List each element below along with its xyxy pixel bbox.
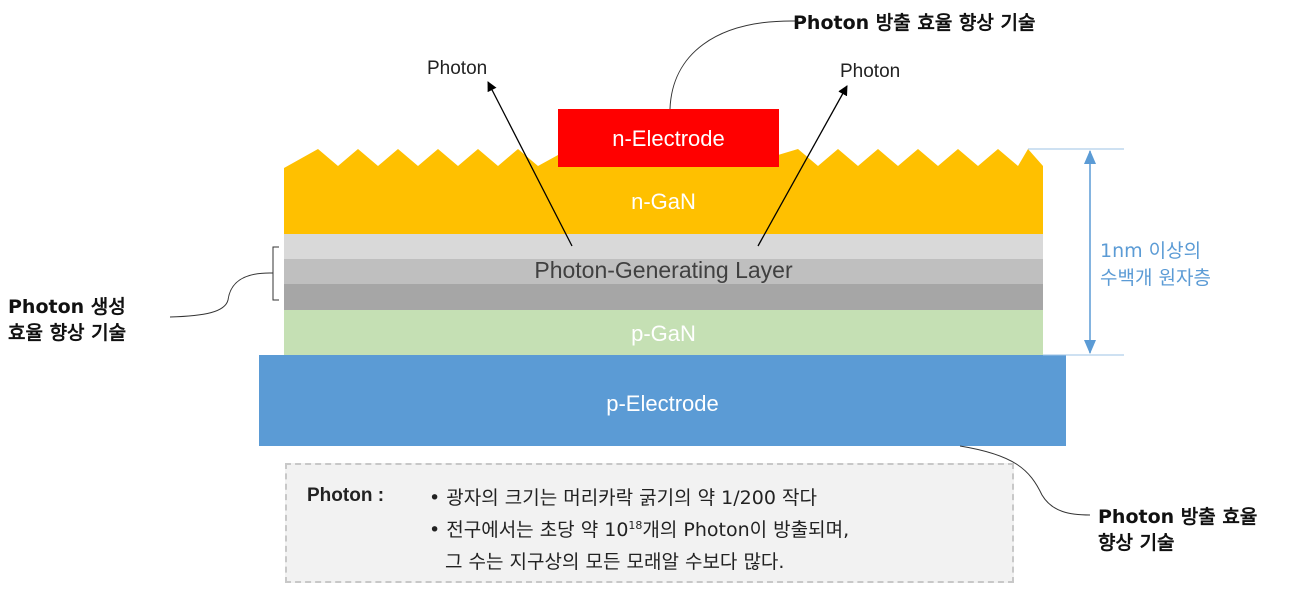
note-bullet-2-sup: 18 [628, 519, 643, 532]
p-gan-label: p-GaN [631, 321, 696, 346]
bottom-right-callout-line2: 향상 기술 [1098, 532, 1175, 554]
note-bullet-2-post: 개의 Photon이 방출되며, [642, 519, 850, 541]
bottom-right-callout-line [959, 445, 1091, 516]
n-electrode-layer [558, 109, 779, 167]
generating-layer-label: Photon-Generating Layer [534, 257, 793, 283]
bullet-dot: • [429, 519, 441, 541]
p-electrode-label: p-Electrode [606, 391, 719, 416]
photon-label-right: Photon [840, 61, 901, 82]
top-callout-label: Photon 방출 효율 향상 기술 [793, 12, 1036, 34]
n-gan-layer [284, 149, 1043, 234]
note-bullet-2: • 전구에서는 초당 약 1018개의 Photon이 방출되며, [429, 515, 849, 542]
p-electrode-layer [259, 355, 1066, 446]
note-bullet-2-continuation: 그 수는 지구상의 모든 모래알 수보다 많다. [445, 551, 785, 573]
photon-label-left: Photon [427, 58, 488, 79]
generating-sublayer-bottom [284, 284, 1043, 310]
left-callout-line [169, 272, 274, 318]
generating-sublayer-top [284, 234, 1043, 259]
note-bullet-1-text: 광자의 크기는 머리카락 굵기의 약 1/200 작다 [446, 487, 817, 509]
bottom-right-callout-line1: Photon 방출 효율 [1098, 506, 1258, 528]
generating-sublayer-middle [284, 259, 1043, 284]
bullet-dot: • [429, 487, 441, 509]
generating-layer-bracket [272, 246, 279, 301]
thickness-label-line1: 1nm 이상의 [1100, 240, 1202, 262]
photon-arrow-left [487, 81, 573, 247]
left-callout-line1: Photon 생성 [8, 296, 126, 318]
note-bullet-2-pre: 전구에서는 초당 약 10 [446, 519, 629, 541]
note-title: Photon : [307, 485, 385, 506]
photon-note-box: Photon : • 광자의 크기는 머리카락 굵기의 약 1/200 작다 •… [285, 463, 1014, 583]
p-gan-layer [284, 310, 1043, 355]
photon-arrow-right [757, 85, 848, 247]
n-electrode-label: n-Electrode [612, 126, 725, 151]
n-gan-label: n-GaN [631, 189, 696, 214]
note-bullet-1: • 광자의 크기는 머리카락 굵기의 약 1/200 작다 [429, 483, 817, 510]
top-callout-line [669, 20, 796, 110]
left-callout-line2: 효율 향상 기술 [8, 322, 127, 344]
thickness-label-line2: 수백개 원자층 [1100, 267, 1211, 289]
